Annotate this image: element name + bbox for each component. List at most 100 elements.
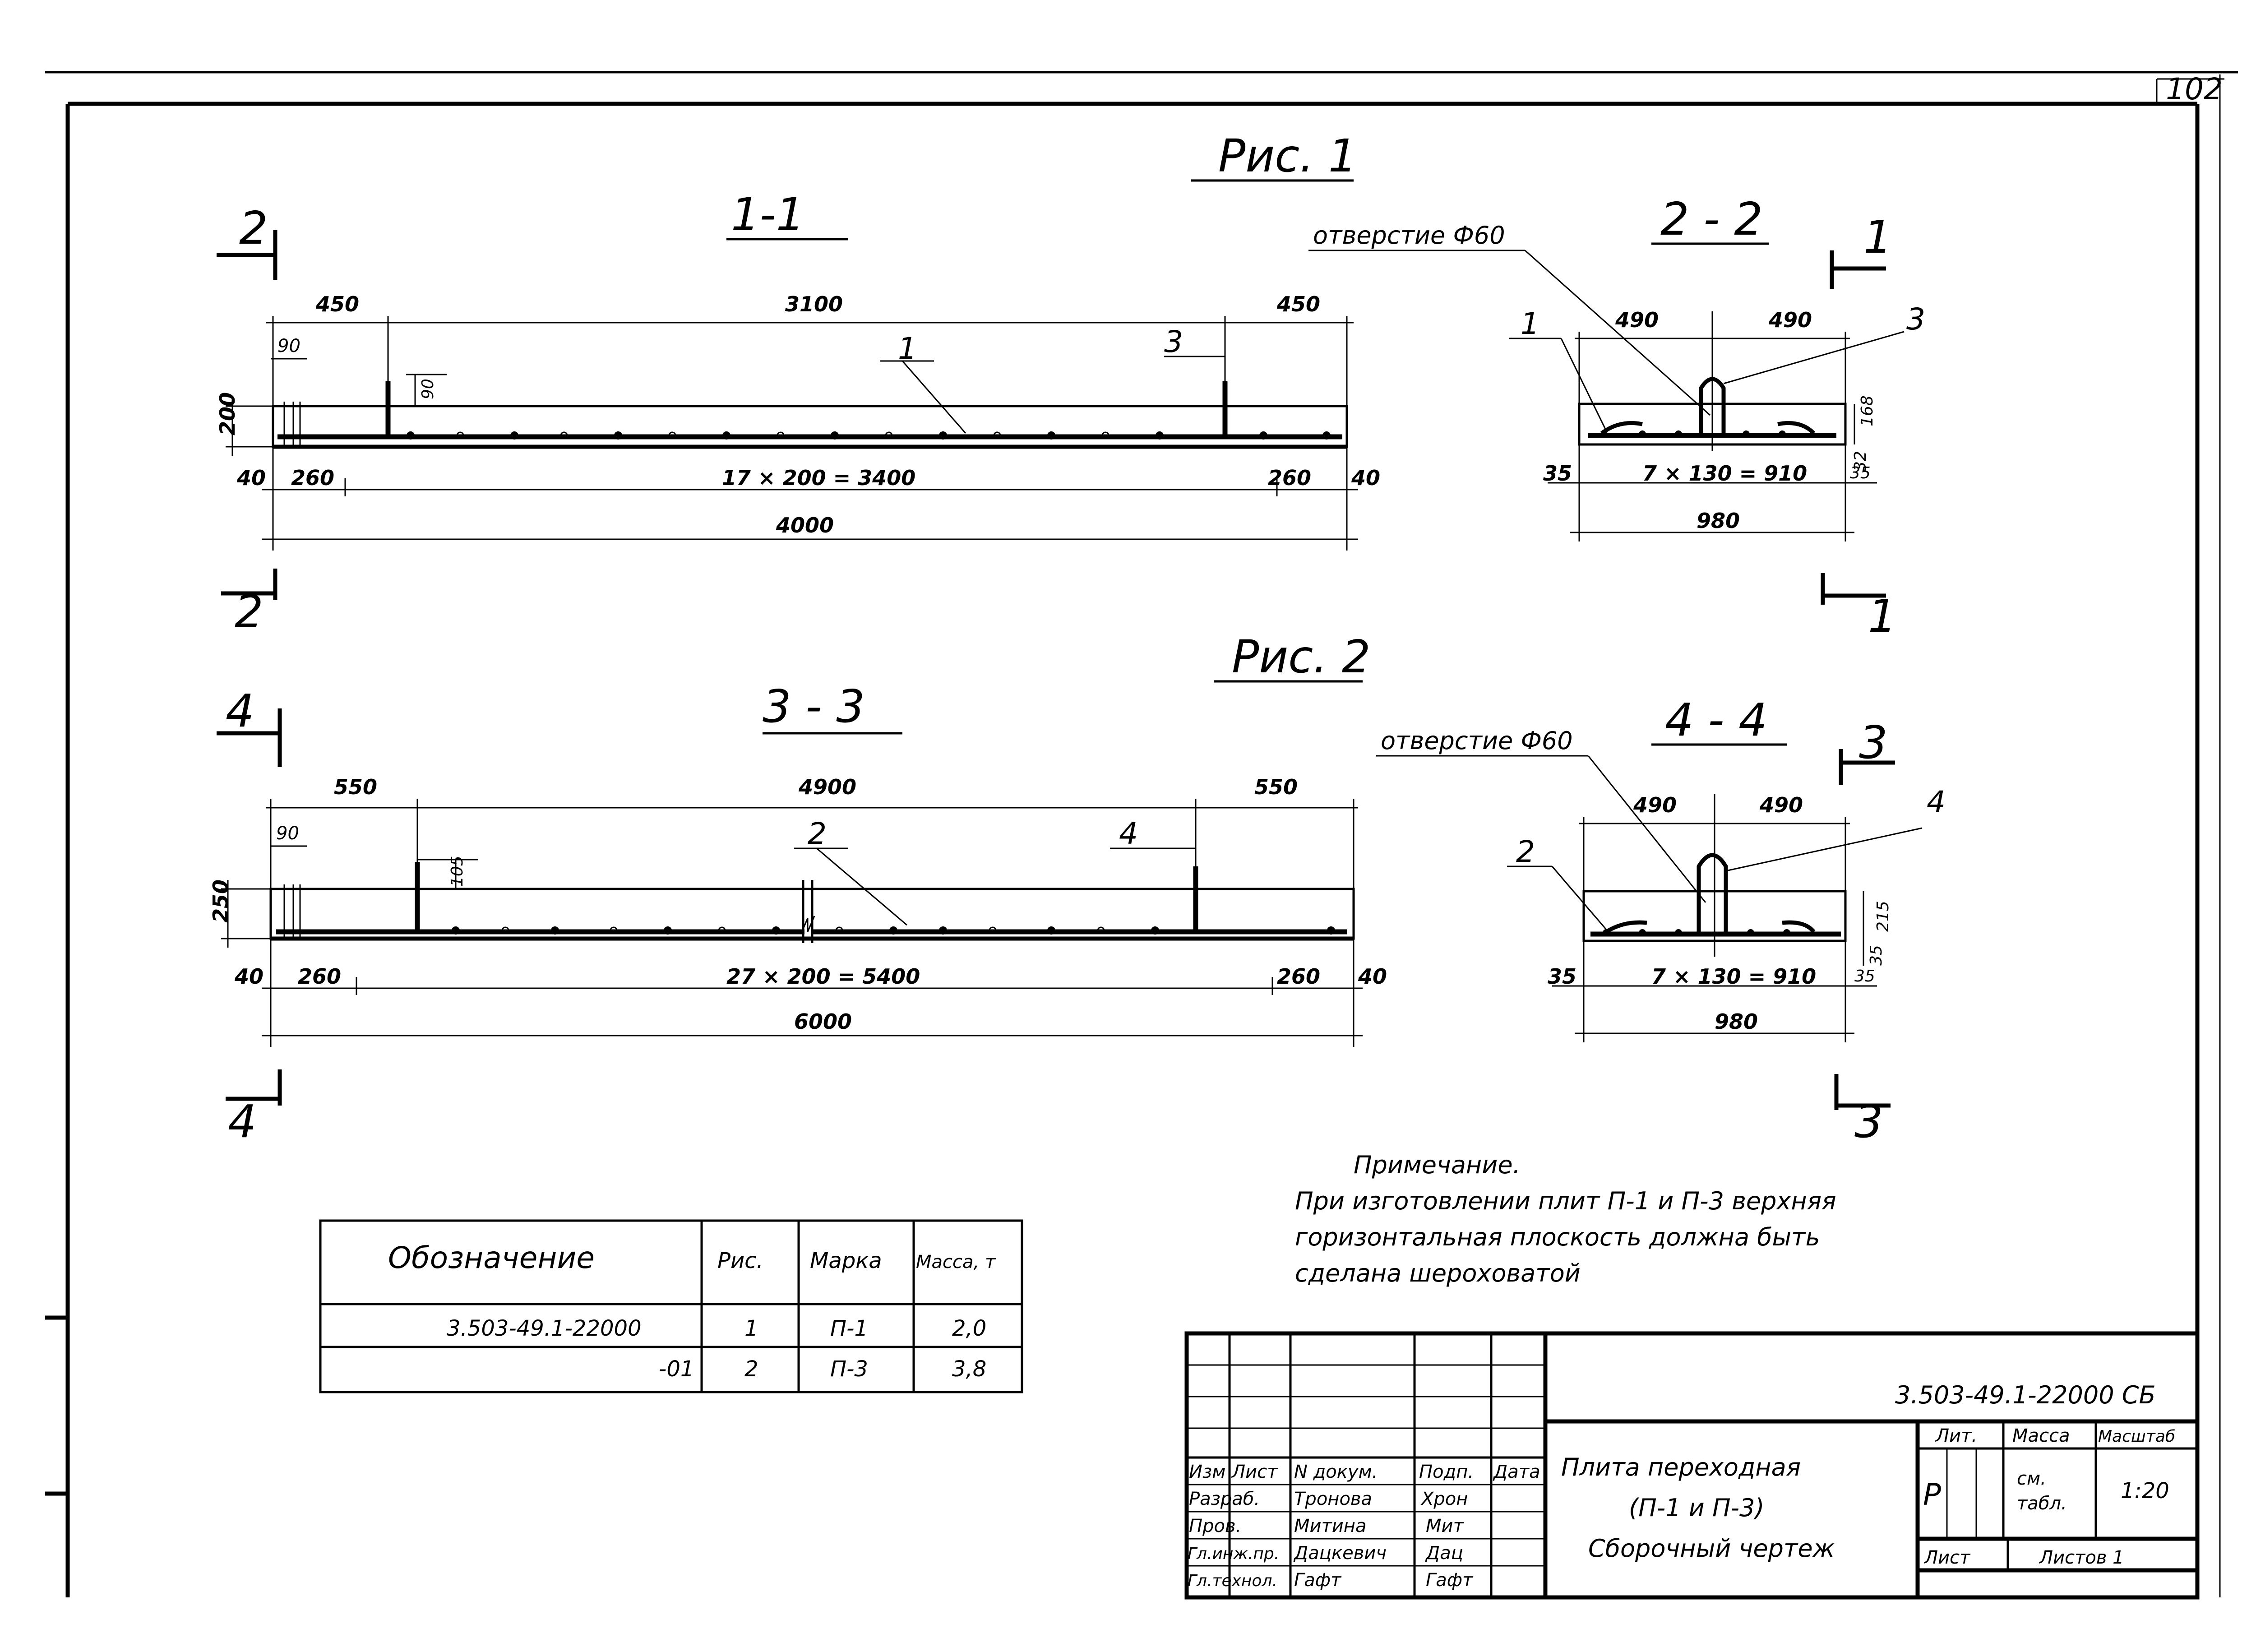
cut-mark-3-top: 3 [1859,716,1888,769]
spec-header-figure: Рис. [717,1248,763,1273]
sheet-number: 102 [2166,72,2223,106]
fig1-leader-1: 1 [898,331,917,366]
tb-sign-4: Гафт [1426,1570,1474,1591]
tb-scale-value: 1:20 [2121,1478,2169,1504]
spec-row-1-designation: 3.503-49.1-22000 [447,1316,642,1341]
fig1-leader-3: 3 [1164,324,1183,359]
fig2-side-height-bottom: 35 [1867,945,1886,966]
rebar-dots-fig1 [407,431,1331,440]
tb-col-list: Лист [1231,1462,1278,1482]
fig2-dim-bottom-260-left: 260 [298,964,341,989]
tb-mass-header: Масса [2012,1425,2070,1446]
fig1-hole-label: отверстие Ф60 [1313,221,1505,250]
fig2-side-height-top: 215 [1874,901,1892,932]
fig2-side-dim-left: 490 [1633,793,1677,817]
spec-header-mark: Марка [810,1248,882,1273]
fig1-dim-top-right: 450 [1276,292,1320,316]
fig2-hole-label: отверстие Ф60 [1381,727,1573,755]
note-block: Примечание. При изготовлении плит П-1 и … [1295,1151,1836,1287]
fig2-side-bottom-spacing: 7 × 130 = 910 [1651,964,1816,989]
fig1-side-leader-3: 3 [1906,302,1925,337]
sheet-frame [45,71,2238,1597]
fig1-dim-bottom-spacing: 17 × 200 = 3400 [722,466,915,490]
tb-name-4: Гафт [1294,1570,1342,1591]
fig2-side-leader-2: 2 [1516,834,1535,869]
tb-col-date: Дата [1493,1462,1540,1482]
title-block: Изм Лист N докум. Подп. Дата Разраб. Тро… [1184,1331,2200,1600]
tb-title-line-1: Плита переходная [1561,1453,1801,1481]
tb-stage-header: Лит. [1935,1425,1977,1446]
tb-role-4: Гл.технол. [1188,1572,1277,1590]
fig2-dim-hook-vertical: 105 [448,856,467,887]
fig1-side-height-top: 168 [1858,395,1877,426]
spec-table: Обозначение Рис. Марка Масса, т 3.503-49… [319,1219,1023,1393]
section-2-2-title: 2 - 2 [1660,193,1763,245]
cut-mark-3-bottom: 3 [1854,1095,1883,1148]
tb-name-1: Тронова [1294,1489,1372,1509]
tb-scale-header: Масштаб [2098,1427,2175,1446]
tb-title-line-3: Сборочный чертеж [1588,1534,1835,1563]
fig2-side-bottom-35-right: 35 [1854,967,1875,986]
tb-role-3: Гл.инж.пр. [1188,1545,1279,1563]
rebar-dots-fig2 [452,926,1335,935]
fig1-dim-hook: 90 [277,336,300,356]
tb-sign-1: Хрон [1420,1489,1468,1509]
fig2-dim-hook: 90 [276,823,299,844]
spec-row-1-mark: П-1 [830,1316,868,1341]
figure-1-caption: Рис. 1 [1218,130,1357,182]
fig1-dim-hook-vertical: 90 [419,379,437,399]
tb-sign-2: Мит [1426,1516,1465,1536]
fig1-dim-bottom-40-right: 40 [1351,466,1380,490]
tb-sheets-label: Листов 1 [2039,1547,2124,1568]
spec-row-2-mass: 3,8 [952,1356,986,1382]
note-title: Примечание. [1354,1151,1521,1179]
section-4-4-title: 4 - 4 [1665,694,1767,746]
figure-2-caption: Рис. 2 [1232,630,1370,683]
tb-doc-code: 3.503-49.1-22000 СБ [1895,1381,2156,1409]
tb-role-2: Пров. [1189,1516,1241,1536]
spec-row-2-designation: -01 [659,1356,694,1382]
fig1-side-bottom-35-right: 35 [1850,464,1871,482]
fig1-side-leader-1: 1 [1521,306,1539,341]
tb-sheet-label: Лист [1923,1547,1971,1568]
fig1-dim-bottom-260-right: 260 [1268,466,1311,490]
figure-2: Рис. 2 3 - 3 4 4 [208,630,1946,1148]
tb-mass-value-2: табл. [2017,1493,2067,1514]
fig1-dim-top-mid: 3100 [785,292,843,316]
tb-col-sign: Подп. [1419,1462,1474,1482]
tb-sign-3: Дац [1425,1543,1463,1564]
tb-col-doc: N докум. [1294,1462,1378,1482]
cut-mark-4-top: 4 [226,685,254,737]
fig2-dim-bottom-spacing: 27 × 200 = 5400 [726,964,920,989]
fig1-dim-top-left: 450 [315,292,359,316]
note-line-1: При изготовлении плит П-1 и П-3 верхняя [1295,1187,1836,1215]
fig1-side-bottom-35-left: 35 [1543,461,1572,486]
fig2-side-leader-4: 4 [1927,785,1946,819]
cut-mark-1-bottom: 1 [1868,590,1897,643]
spec-row-2-mark: П-3 [830,1356,868,1382]
fig2-dim-top-mid: 4900 [798,775,856,799]
fig2-leader-4: 4 [1119,816,1138,851]
note-line-2: горизонтальная плоскость должна быть [1295,1223,1820,1251]
fig1-dim-bottom-260-left: 260 [291,466,334,490]
tb-name-3: Дацкевич [1293,1543,1387,1564]
spec-header-mass: Масса, т [916,1252,996,1273]
cut-mark-1-top: 1 [1863,211,1892,264]
fig1-side-bottom-spacing: 7 × 130 = 910 [1642,461,1807,486]
tb-col-izm: Изм [1189,1462,1225,1482]
tb-title-line-2: (П-1 и П-3) [1629,1494,1764,1522]
fig2-dim-bottom-40-left: 40 [234,964,264,989]
spec-row-1-mass: 2,0 [952,1316,986,1341]
fig2-overall-length: 6000 [794,1009,852,1034]
spec-row-1-figure: 1 [744,1316,758,1341]
fig2-dim-top-right: 550 [1254,775,1298,799]
fig1-side-dim-right: 490 [1768,308,1812,332]
section-1-1-title: 1-1 [731,188,804,241]
fig2-dim-top-left: 550 [334,775,377,799]
figure-1: Рис. 1 1-1 2 2 [215,130,1925,643]
fig1-side-dim-left: 490 [1615,308,1659,332]
fig2-leader-2: 2 [808,816,827,851]
fig2-dim-bottom-260-right: 260 [1277,964,1320,989]
fig1-overall-length: 4000 [776,513,834,537]
